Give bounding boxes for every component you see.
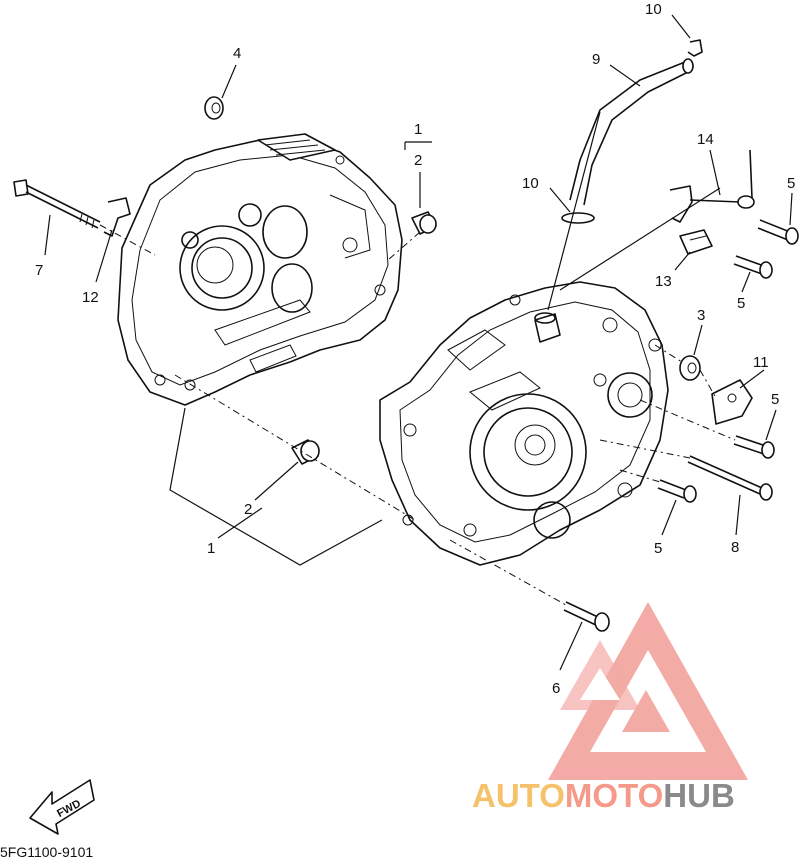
callout-10-mid: 10 <box>522 175 539 192</box>
part-10-hose-clip-upper <box>687 39 703 57</box>
callout-5-a: 5 <box>787 175 795 192</box>
diagram-code: 5FG1100-9101 <box>0 844 93 859</box>
part-7-bolt <box>13 179 101 229</box>
fwd-arrow-icon: FWD <box>29 779 95 835</box>
callout-11: 11 <box>753 354 769 371</box>
part-5-bolt-b <box>733 255 773 279</box>
part-9-breather-hose <box>569 58 694 206</box>
callout-7: 7 <box>35 262 43 279</box>
watermark-logo <box>548 602 748 780</box>
part-5-bolt-a <box>757 219 799 245</box>
callout-5-d: 5 <box>654 540 662 557</box>
part-13-holder <box>679 229 713 255</box>
part-12-clamp <box>103 197 131 237</box>
callout-5-c: 5 <box>771 391 779 408</box>
part-3-washer <box>679 355 701 381</box>
part-5-bolt-c <box>733 435 775 459</box>
callout-14: 14 <box>697 131 714 148</box>
part-4-washer <box>204 96 224 120</box>
leader-lines <box>44 14 793 671</box>
callout-13: 13 <box>655 273 672 290</box>
callout-9: 9 <box>592 51 600 68</box>
part-2-dowel-pin-upper <box>411 211 437 235</box>
part-6-bolt <box>563 601 610 632</box>
callout-3: 3 <box>697 307 705 324</box>
callout-10-top: 10 <box>645 1 662 18</box>
callout-8: 8 <box>731 539 739 556</box>
watermark-moto: MOTO <box>565 777 663 814</box>
right-crankcase <box>379 281 669 566</box>
part-8-long-bolt <box>687 455 773 501</box>
part-5-bolt-d <box>657 479 697 503</box>
callout-2-top: 2 <box>414 152 422 169</box>
part-11-plate <box>711 379 753 425</box>
part-2-dowel-pin-lower <box>291 439 320 465</box>
callout-6: 6 <box>552 680 560 697</box>
watermark-auto: AUTO <box>472 777 565 814</box>
callout-1-top: 1 <box>414 121 422 138</box>
callout-12: 12 <box>82 289 99 306</box>
part-10-hose-clip-lower <box>561 212 595 224</box>
left-crankcase <box>117 133 403 406</box>
watermark-hub: HUB <box>663 777 735 814</box>
callout-5-b: 5 <box>737 295 745 312</box>
callout-1-bottom: 1 <box>207 540 215 557</box>
part-14-lead-wire <box>669 149 755 223</box>
callout-4: 4 <box>233 45 241 62</box>
callout-2-bottom: 2 <box>244 501 252 518</box>
watermark-text: AUTOMOTOHUB <box>472 777 735 814</box>
